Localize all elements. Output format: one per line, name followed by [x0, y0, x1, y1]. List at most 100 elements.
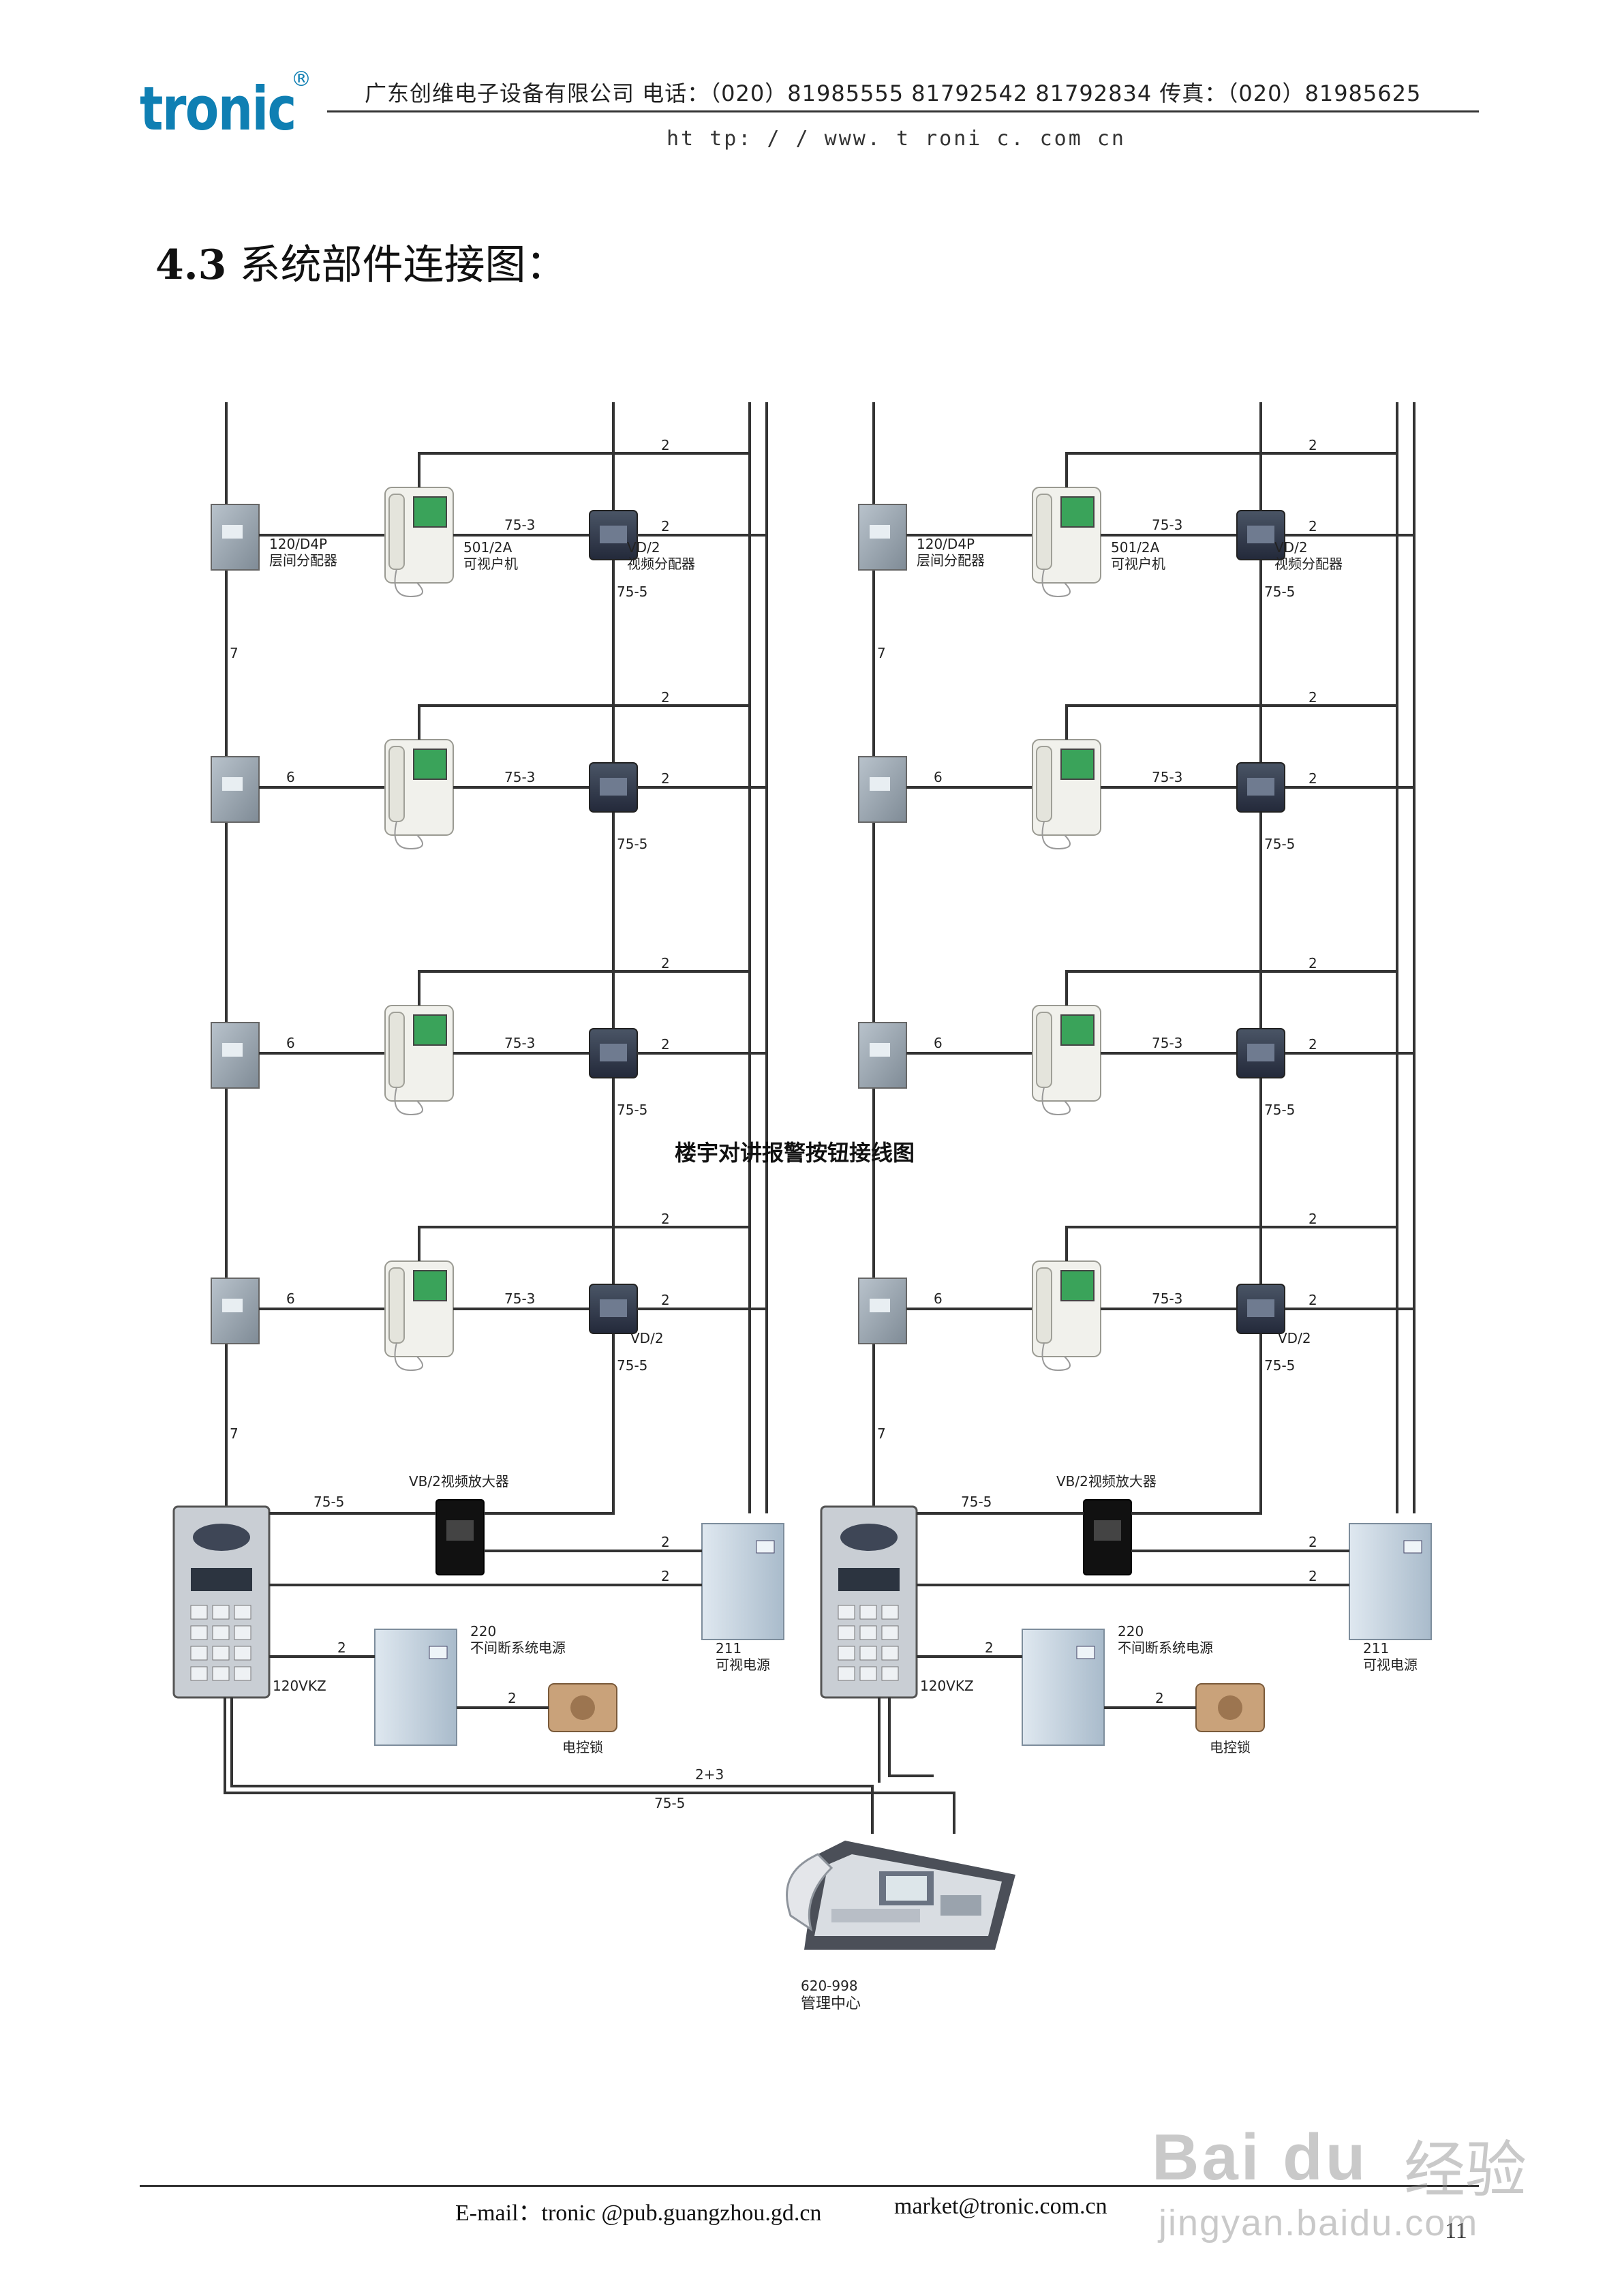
monitor-handset [388, 1012, 405, 1088]
distributor-label-plate [870, 1043, 890, 1057]
company-logo: tronic ® [140, 67, 344, 147]
wire-label: 6 [934, 769, 943, 785]
wire-label-75-3: 75-3 [1152, 1035, 1182, 1051]
lock-cylinder [1218, 1695, 1242, 1720]
baidu-watermark: Bai du 经验 jingyan.baidu.com [1152, 2066, 1533, 2244]
diagram-column-left: 2275-3775-5120/D4P层间分配器501/2A可视户机VD/2视频分… [172, 402, 784, 1755]
wire-label-75-5: 75-5 [313, 1494, 344, 1510]
door-key [881, 1666, 899, 1681]
door-key [234, 1625, 251, 1640]
monitor-handset [388, 1267, 405, 1344]
video-dist-name: 视频分配器 [1274, 556, 1343, 572]
lock-name: 电控锁 [1210, 1739, 1251, 1755]
door-key [234, 1666, 251, 1681]
section-title-text: 系统部件连接图： [239, 241, 567, 289]
distributor-label-plate [222, 1043, 243, 1057]
logo-text: tronic [140, 74, 296, 144]
door-key [212, 1625, 230, 1640]
wire-label-75-3: 75-3 [504, 1290, 535, 1307]
video-power-name: 可视电源 [716, 1657, 770, 1673]
door-key [838, 1646, 855, 1661]
video-power-name: 可视电源 [1363, 1657, 1418, 1673]
ups-voltage: 220 [470, 1623, 496, 1640]
monitor-handset [1036, 1012, 1052, 1088]
video-dist-code: VD/2 [630, 1330, 664, 1346]
distributor-label-plate [870, 1299, 890, 1312]
handset-cord [394, 821, 423, 850]
center-name: 管理中心 [801, 1995, 861, 2012]
door-camera [840, 1524, 898, 1551]
door-key [881, 1605, 899, 1620]
overlay-caption: 楼宇对讲报警按钮接线图 [675, 1140, 915, 1166]
monitor-screen [1060, 749, 1095, 780]
wire-label-2: 2 [1309, 1568, 1317, 1584]
door-key [190, 1605, 208, 1620]
monitor-screen [413, 749, 447, 780]
wire-label-2: 2 [1309, 518, 1317, 534]
door-panel-code: 120VKZ [273, 1678, 326, 1694]
video-power-supply [701, 1523, 784, 1640]
distributor-name: 层间分配器 [269, 552, 337, 569]
ups-label-plate [1076, 1646, 1095, 1659]
wire-label-75-3: 75-3 [504, 1035, 535, 1051]
monitor-handset [1036, 746, 1052, 822]
lock-name: 电控锁 [562, 1739, 603, 1755]
door-key [881, 1646, 899, 1661]
distributor-name: 层间分配器 [917, 552, 985, 569]
signal-wire [418, 452, 750, 487]
wire-label-75-5: 75-5 [617, 836, 647, 852]
power-label-plate [756, 1540, 775, 1554]
wire-label-75-3: 75-3 [504, 517, 535, 533]
signal-wire [1065, 452, 1397, 487]
signal-wire [418, 1226, 750, 1261]
footer-email: E-mail：tronic @pub.guangzhou.gd.cn [455, 2201, 822, 2226]
wire-label-2: 2 [661, 437, 670, 453]
distributor-label-plate [870, 525, 890, 539]
power-label-plate [1403, 1540, 1422, 1554]
door-panel-code: 120VKZ [920, 1678, 974, 1694]
door-key [859, 1646, 877, 1661]
wire-label-2plus3: 2+3 [695, 1766, 724, 1783]
door-key [859, 1666, 877, 1681]
distributor-panel [600, 1299, 627, 1317]
wire-label-2: 2 [661, 518, 670, 534]
monitor-handset [388, 746, 405, 822]
wire-label-2: 2 [1155, 1690, 1164, 1706]
door-display [191, 1568, 252, 1591]
wire-label-2: 2 [1309, 1211, 1317, 1227]
door-key [859, 1625, 877, 1640]
wire-label: 7 [877, 645, 886, 661]
wire-label-2: 2 [1309, 1292, 1317, 1308]
monitor-screen [413, 1014, 447, 1046]
wire-label: 6 [934, 1035, 943, 1051]
video-dist-code: VD/2 [627, 539, 660, 556]
door-key [212, 1666, 230, 1681]
wire-label: 6 [286, 1290, 295, 1307]
handset-cord [394, 1342, 423, 1372]
wire-label: 6 [286, 769, 295, 785]
wire-label-2: 2 [661, 955, 670, 971]
video-amplifier-label: VB/2视频放大器 [409, 1473, 509, 1490]
header-company-contact: 广东创维电子设备有限公司 电话：（020）81985555 81792542 8… [365, 80, 1422, 106]
lock-cylinder [570, 1695, 595, 1720]
handset-cord [1041, 1342, 1071, 1372]
center-code: 620-998 [801, 1978, 858, 1994]
footer-divider [140, 2185, 1479, 2187]
door-key [859, 1605, 877, 1620]
floor-distributor [211, 1022, 260, 1089]
signal-wire [1065, 704, 1397, 740]
door-key [234, 1605, 251, 1620]
distributor-label-plate [222, 777, 243, 791]
monitor-code: 501/2A [463, 539, 512, 556]
monitor-name: 可视户机 [1111, 556, 1165, 572]
signal-wire [418, 704, 750, 740]
management-center [786, 1841, 1015, 1950]
video-power-code: 211 [1363, 1640, 1389, 1657]
wire-label-2: 2 [1309, 955, 1317, 971]
wire-label-2: 2 [1309, 1534, 1317, 1550]
door-key [838, 1625, 855, 1640]
video-dist-code: VD/2 [1278, 1330, 1311, 1346]
monitor-screen [413, 1270, 447, 1301]
wire-label-2: 2 [337, 1640, 346, 1656]
wire-label-75-3: 75-3 [504, 769, 535, 785]
